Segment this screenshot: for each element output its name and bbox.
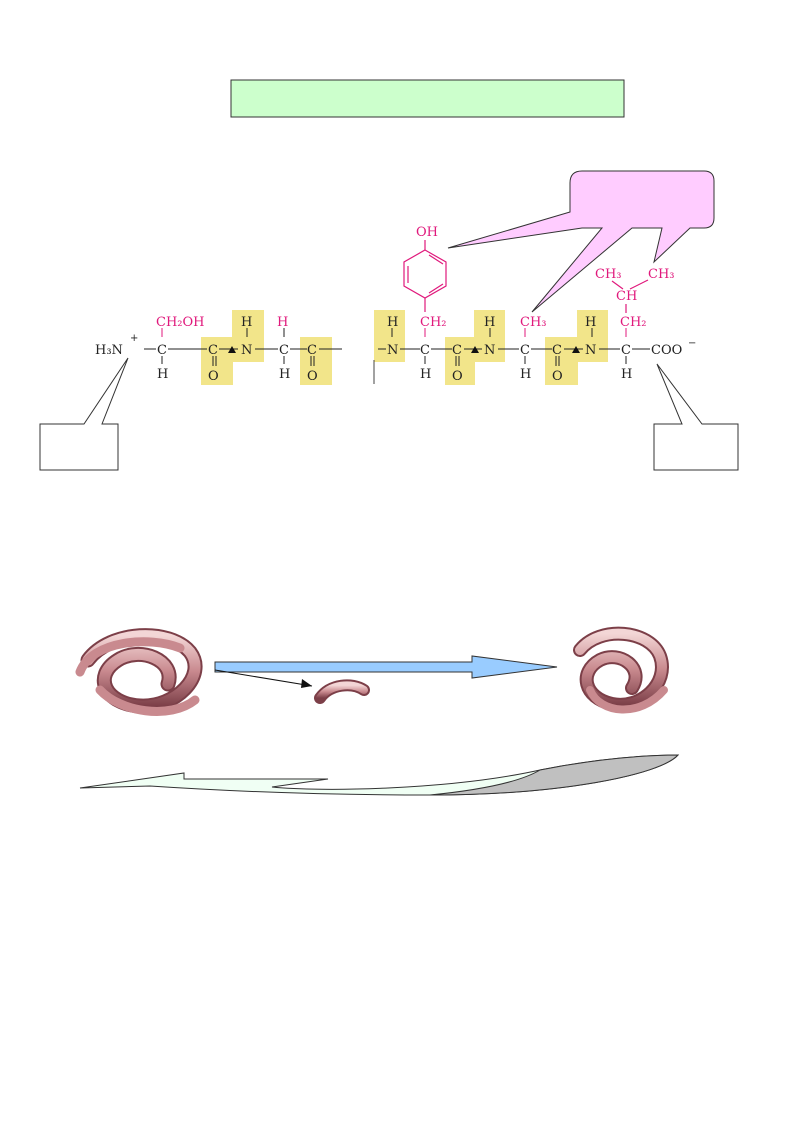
h-5: H	[621, 367, 632, 382]
carbonyl-o-3: O	[452, 369, 463, 384]
backbone-labels: H₃N + C H C O N H C H C O N H C H C O N …	[95, 315, 696, 384]
leucine-ch3-right: CH₃	[648, 267, 675, 282]
side-chain-bonds	[403, 240, 649, 313]
carbonyl-c-3: C	[452, 343, 462, 358]
amide-h-2: H	[387, 315, 398, 330]
tyrosine-ch2: CH₂	[420, 315, 447, 330]
h-1: H	[157, 367, 168, 382]
tyrosine-ring	[403, 249, 447, 299]
amide-h-4: H	[585, 315, 596, 330]
glycine-side-chain: H	[277, 315, 288, 330]
h-3: H	[420, 367, 431, 382]
carbonyl-c-1: C	[208, 343, 218, 358]
refolded-protein-icon	[573, 626, 669, 714]
amino-terminus-label: H₃N	[95, 343, 123, 358]
amide-n-3: N	[484, 343, 495, 358]
carboxyl-terminus-label: COO	[651, 343, 682, 358]
title-box	[230, 79, 625, 118]
carbonyl-c-4: C	[552, 343, 562, 358]
leucine-ch: CH	[616, 289, 637, 304]
alpha-carbon-4: C	[520, 343, 530, 358]
amide-h-3: H	[484, 315, 495, 330]
carbonyl-c-2: C	[307, 343, 317, 358]
amide-n-2: N	[387, 343, 398, 358]
peptide-bond-markers	[228, 346, 580, 353]
amide-h-1: H	[241, 315, 252, 330]
side-chain-callout	[447, 170, 715, 313]
carbonyl-o-2: O	[307, 369, 318, 384]
protein-fragment-icon	[314, 679, 370, 704]
alpha-carbon-2: C	[279, 343, 289, 358]
alpha-carbon-5: C	[621, 343, 631, 358]
minus-charge: −	[688, 338, 696, 349]
amide-n-4: N	[585, 343, 596, 358]
c-terminus-callout	[653, 363, 739, 471]
peptide-bond-highlights	[201, 310, 608, 385]
alpha-carbon-3: C	[420, 343, 430, 358]
backbone-bonds	[144, 328, 650, 366]
leucine-ch3-left: CH₃	[595, 267, 622, 282]
carbonyl-o-4: O	[552, 369, 563, 384]
n-terminus-callout	[39, 357, 129, 471]
h-2: H	[279, 367, 290, 382]
alanine-side-chain: CH₃	[520, 315, 547, 330]
peptide-highlight-2	[300, 337, 332, 385]
folded-protein-icon	[75, 628, 203, 716]
leucine-ch2: CH₂	[620, 315, 647, 330]
serine-side-chain: CH₂OH	[156, 315, 205, 330]
carbonyl-o-1: O	[208, 369, 219, 384]
plus-charge: +	[130, 333, 138, 344]
alpha-carbon-1: C	[157, 343, 167, 358]
folding-arrow	[214, 655, 558, 688]
side-chain-labels: CH₂OH H CH₂ OH CH₃ CH₂ CH CH₃ CH₃	[156, 225, 675, 330]
curved-return-arrow	[79, 754, 680, 796]
tyrosine-oh: OH	[416, 225, 438, 240]
amide-n-1: N	[241, 343, 252, 358]
h-4: H	[520, 367, 531, 382]
